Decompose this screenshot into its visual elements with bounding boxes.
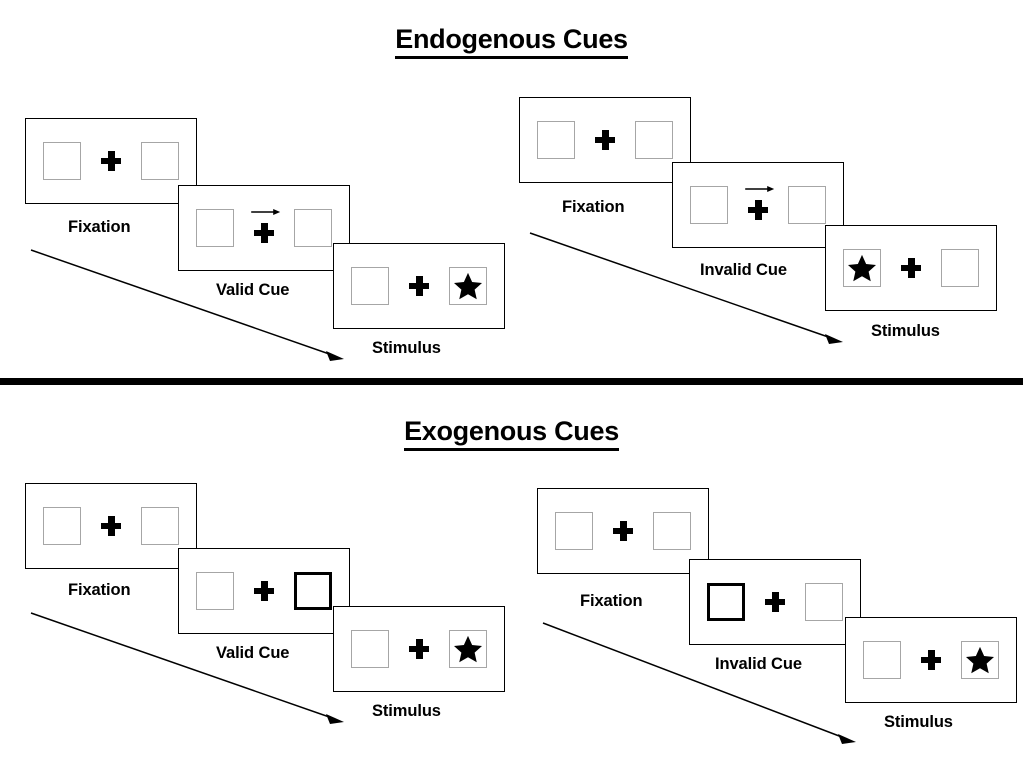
left-box [537, 121, 575, 159]
panel-inner [351, 266, 487, 306]
center-slot [99, 141, 123, 181]
left-box [196, 209, 234, 247]
fixation-cross-icon [254, 223, 274, 243]
caption-exogenous-invalid-fixation: Fixation [580, 592, 643, 610]
left-box [351, 267, 389, 305]
fixation-cross-icon [921, 650, 941, 670]
left-box-cued [707, 583, 745, 621]
panel-inner [555, 511, 691, 551]
panel-inner [43, 506, 179, 546]
caption-exogenous-invalid-cue: Invalid Cue [715, 655, 802, 673]
panel-exogenous-invalid-cue [689, 559, 861, 645]
fixation-cross-icon [765, 592, 785, 612]
panel-inner [43, 141, 179, 181]
panel-endogenous-valid-cue [178, 185, 350, 271]
caption-endogenous-valid-fixation: Fixation [68, 218, 131, 236]
star-target-icon [454, 635, 482, 663]
fixation-cross-icon [254, 581, 274, 601]
panel-inner [707, 582, 843, 622]
center-slot [763, 582, 787, 622]
caption-exogenous-valid-fixation: Fixation [68, 581, 131, 599]
right-box [141, 507, 179, 545]
left-box [351, 630, 389, 668]
section-title-endogenous-text: Endogenous Cues [395, 24, 628, 59]
right-box [653, 512, 691, 550]
center-slot [407, 629, 431, 669]
left-box [690, 186, 728, 224]
right-arrow-cue-icon [745, 186, 775, 192]
fixation-cross-icon [901, 258, 921, 278]
panel-endogenous-valid-fixation [25, 118, 197, 204]
fixation-cross-icon [101, 516, 121, 536]
star-target-icon [966, 646, 994, 674]
left-box [843, 249, 881, 287]
right-box [635, 121, 673, 159]
right-box [294, 209, 332, 247]
caption-endogenous-invalid-fixation: Fixation [562, 198, 625, 216]
panel-exogenous-invalid-fixation [537, 488, 709, 574]
star-target-icon [848, 254, 876, 282]
fixation-cross-icon [595, 130, 615, 150]
star-target-icon [454, 272, 482, 300]
center-slot [99, 506, 123, 546]
panel-inner [537, 120, 673, 160]
panel-inner [196, 571, 332, 611]
left-box [863, 641, 901, 679]
left-box [43, 142, 81, 180]
panel-exogenous-valid-cue [178, 548, 350, 634]
center-slot [593, 120, 617, 160]
fixation-cross-icon [748, 200, 768, 220]
panel-exogenous-invalid-stimulus [845, 617, 1017, 703]
center-slot [611, 511, 635, 551]
panel-inner [863, 640, 999, 680]
right-box [788, 186, 826, 224]
caption-exogenous-invalid-stimulus: Stimulus [884, 713, 953, 731]
caption-exogenous-valid-cue: Valid Cue [216, 644, 290, 662]
center-slot [899, 248, 923, 288]
center-slot [252, 571, 276, 611]
fixation-cross-icon [409, 639, 429, 659]
panel-endogenous-invalid-fixation [519, 97, 691, 183]
fixation-cross-icon [101, 151, 121, 171]
right-box [961, 641, 999, 679]
panel-exogenous-valid-stimulus [333, 606, 505, 692]
right-box [941, 249, 979, 287]
panel-endogenous-invalid-cue [672, 162, 844, 248]
panel-inner [690, 185, 826, 225]
panel-inner [843, 248, 979, 288]
section-title-endogenous: Endogenous Cues [0, 24, 1023, 59]
caption-exogenous-valid-stimulus: Stimulus [372, 702, 441, 720]
fixation-cross-icon [409, 276, 429, 296]
left-box [196, 572, 234, 610]
right-box [449, 630, 487, 668]
section-title-exogenous-text: Exogenous Cues [404, 416, 619, 451]
caption-endogenous-invalid-stimulus: Stimulus [871, 322, 940, 340]
panel-inner [196, 208, 332, 248]
section-title-exogenous: Exogenous Cues [0, 416, 1023, 451]
right-box-cued [294, 572, 332, 610]
panel-exogenous-valid-fixation [25, 483, 197, 569]
right-box [449, 267, 487, 305]
left-box [555, 512, 593, 550]
right-box [141, 142, 179, 180]
center-slot [251, 208, 281, 248]
panel-endogenous-invalid-stimulus [825, 225, 997, 311]
caption-endogenous-valid-stimulus: Stimulus [372, 339, 441, 357]
right-arrow-cue-icon [251, 209, 281, 215]
right-box [805, 583, 843, 621]
section-divider [0, 378, 1023, 385]
center-slot [407, 266, 431, 306]
caption-endogenous-invalid-cue: Invalid Cue [700, 261, 787, 279]
left-box [43, 507, 81, 545]
panel-inner [351, 629, 487, 669]
caption-endogenous-valid-cue: Valid Cue [216, 281, 290, 299]
center-slot [745, 185, 775, 225]
center-slot [919, 640, 943, 680]
panel-endogenous-valid-stimulus [333, 243, 505, 329]
fixation-cross-icon [613, 521, 633, 541]
